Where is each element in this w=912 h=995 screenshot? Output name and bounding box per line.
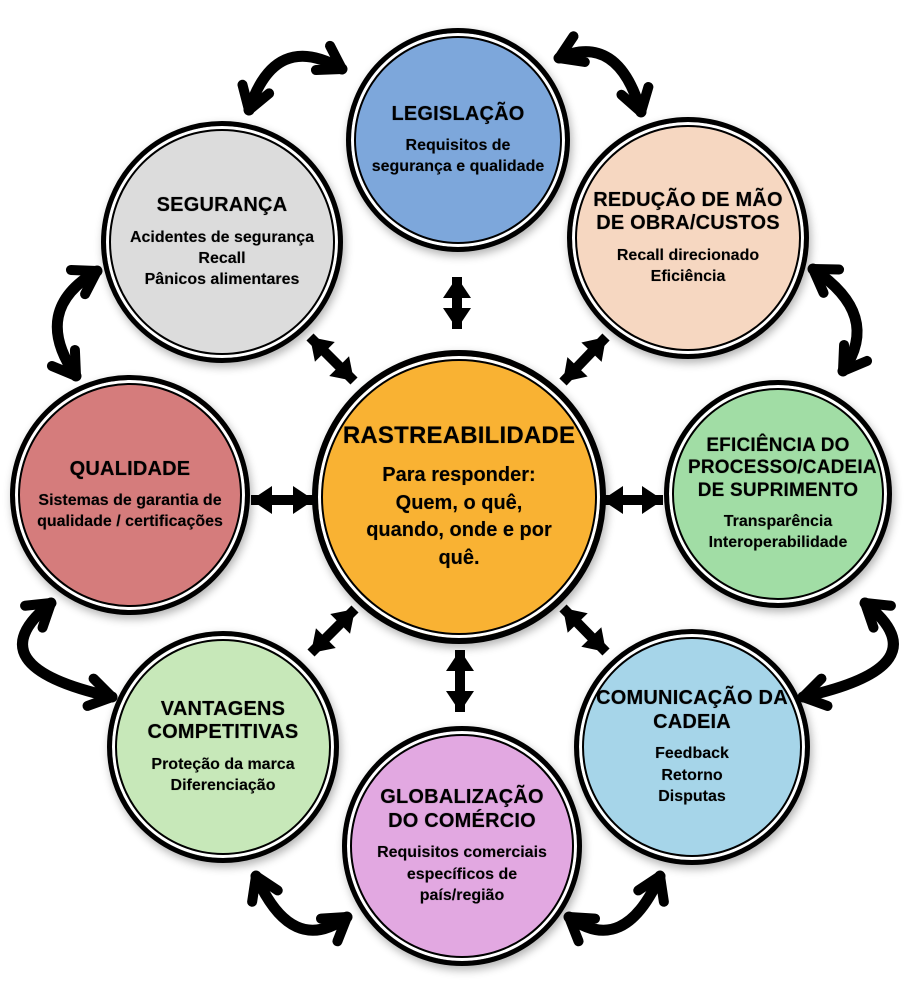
node-item: Recall direcionado [616, 246, 760, 264]
node-item: Acidentes de segurança [129, 228, 315, 246]
node-seguranca: SEGURANÇA Acidentes de segurança Recall … [101, 121, 343, 363]
node-item: Disputas [658, 787, 726, 805]
curved-arrow-comunicacao-globalizacao-icon [563, 870, 669, 947]
node-item: quê. [438, 546, 480, 569]
node-item: Interoperabilidade [708, 534, 848, 552]
node-title: COMUNICAÇÃO DA CADEIA [596, 687, 788, 733]
double-arrow-center-reducao-icon [559, 333, 610, 386]
node-item: Diferenciação [170, 777, 276, 795]
double-arrow-center-comunicacao-icon [559, 604, 610, 656]
node-item: quando, onde e por [366, 519, 552, 542]
curved-arrow-eficiencia-comunicacao-icon [797, 597, 899, 711]
node-title: REDUÇÃO DE MÃO DE OBRA/CUSTOS [593, 188, 783, 235]
curved-arrow-reducao-eficiencia-icon [807, 263, 873, 377]
node-globalizacao-do-comercio: GLOBALIZAÇÃO DO COMÉRCIO Requisitos come… [342, 726, 582, 966]
double-arrow-center-vantagens-icon [307, 605, 359, 657]
node-item: Requisitos comerciais específicos de paí… [377, 844, 547, 904]
node-comunicacao-da-cadeia: COMUNICAÇÃO DA CADEIA Feedback Retorno D… [574, 629, 810, 865]
node-title: VANTAGENS COMPETITIVAS [147, 697, 299, 744]
node-title: LEGISLAÇÃO [391, 102, 525, 125]
node-qualidade: QUALIDADE Sistemas de garantia de qualid… [10, 375, 250, 615]
node-vantagens-competitivas: VANTAGENS COMPETITIVAS Proteção da marca… [107, 631, 339, 863]
node-title: GLOBALIZAÇÃO DO COMÉRCIO [380, 786, 544, 832]
curved-arrow-legislacao-reducao-icon [553, 31, 654, 118]
curved-arrow-seguranca-legislacao-icon [237, 40, 348, 116]
node-item: Eficiência [650, 268, 726, 286]
node-item: Transparência [723, 513, 833, 530]
node-item: Recall [198, 249, 246, 267]
node-item: Retorno [661, 766, 723, 784]
curved-arrow-globalizacao-vantagens-icon [247, 870, 353, 947]
double-arrow-center-seguranca-icon [306, 333, 358, 385]
node-title: SEGURANÇA [156, 194, 288, 217]
node-title: RASTREABILIDADE [342, 421, 576, 449]
node-item: Pânicos alimentares [144, 270, 300, 288]
curved-arrow-vantagens-qualidade-icon [17, 597, 118, 711]
node-item: Quem, o quê, [395, 491, 523, 514]
node-item: Proteção da marca [151, 755, 295, 773]
node-item: Sistemas de garantia de qualidade / cert… [37, 492, 223, 531]
node-reducao-de-mao-de-obra-custos: REDUÇÃO DE MÃO DE OBRA/CUSTOS Recall dir… [567, 117, 809, 359]
node-eficiencia-do-processo: EFICIÊNCIA DO PROCESSO/CADEIA DE SUPRIME… [664, 380, 892, 608]
node-legislacao: LEGISLAÇÃO Requisitos de segurança e qua… [346, 28, 570, 252]
node-title: EFICIÊNCIA DO PROCESSO/CADEIA DE SUPRIME… [688, 434, 877, 501]
node-item: Feedback [655, 745, 729, 763]
curved-arrow-qualidade-seguranca-icon [46, 264, 103, 382]
node-item: Requisitos de segurança e qualidade [371, 137, 545, 176]
node-title: QUALIDADE [69, 457, 191, 480]
node-item: Para responder: [382, 463, 536, 486]
node-rastreabilidade-center: RASTREABILIDADE Para responder: Quem, o … [312, 350, 606, 644]
